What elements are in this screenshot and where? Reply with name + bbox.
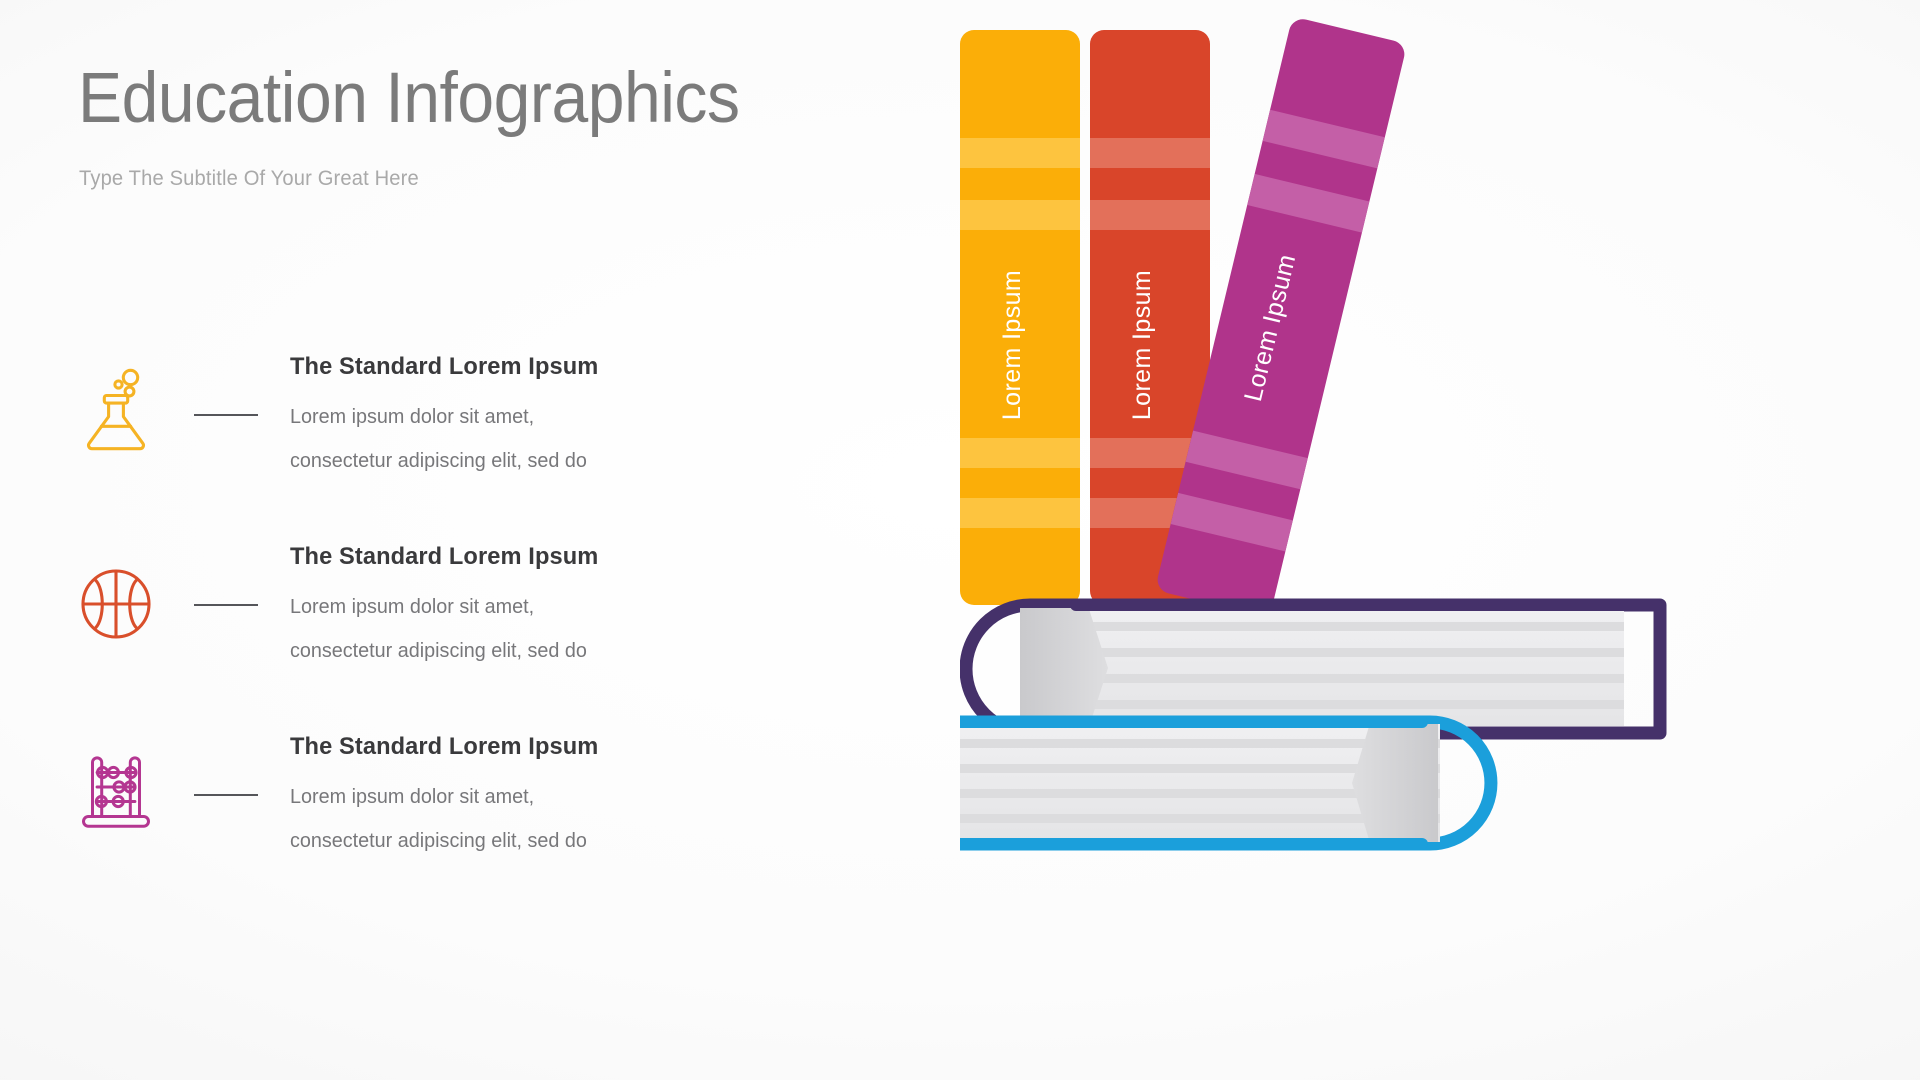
connector-line xyxy=(194,794,258,796)
feature-text-block: The Standard Lorem Ipsum Lorem ipsum dol… xyxy=(290,542,740,673)
basketball-icon xyxy=(80,556,152,642)
feature-text-block: The Standard Lorem Ipsum Lorem ipsum dol… xyxy=(290,732,740,863)
feature-item-math[interactable]: The Standard Lorem Ipsum Lorem ipsum dol… xyxy=(0,732,820,922)
connector-line xyxy=(194,604,258,606)
left-content-panel: Education Infographics Type The Subtitle… xyxy=(0,0,820,1080)
feature-desc-line-2: consectetur adipiscing elit, sed do xyxy=(290,449,587,473)
feature-description: Lorem ipsum dolor sit amet, consectetur … xyxy=(290,585,724,673)
stacked-book-dark-purple[interactable] xyxy=(960,598,1670,740)
spine-label-red: Lorem Ipsum xyxy=(1128,270,1156,420)
feature-desc-line-1: Lorem ipsum dolor sit amet, xyxy=(290,595,535,619)
feature-title: The Standard Lorem Ipsum xyxy=(290,353,599,380)
page-title: Education Infographics xyxy=(78,59,740,138)
flask-icon xyxy=(80,366,152,452)
feature-description: Lorem ipsum dolor sit amet, consectetur … xyxy=(290,395,724,483)
connector-line xyxy=(194,414,258,416)
standing-book-purple[interactable]: Lorem Ipsum xyxy=(1155,16,1407,617)
spine-label-yellow: Lorem Ipsum xyxy=(998,270,1026,420)
feature-title: The Standard Lorem Ipsum xyxy=(290,543,599,570)
feature-desc-line-1: Lorem ipsum dolor sit amet, xyxy=(290,405,535,429)
stacked-book-blue[interactable] xyxy=(960,715,1498,851)
feature-title: The Standard Lorem Ipsum xyxy=(290,733,599,760)
page-subtitle: Type The Subtitle Of Your Great Here xyxy=(79,167,419,190)
books-svg: Lorem Ipsum Lorem Ipsum Lorem Ipsum xyxy=(960,16,1670,851)
feature-desc-line-2: consectetur adipiscing elit, sed do xyxy=(290,829,587,853)
feature-desc-line-2: consectetur adipiscing elit, sed do xyxy=(290,639,587,663)
feature-text-block: The Standard Lorem Ipsum Lorem ipsum dol… xyxy=(290,352,740,483)
abacus-icon xyxy=(80,746,152,832)
standing-book-yellow[interactable]: Lorem Ipsum xyxy=(960,30,1080,605)
books-illustration: Lorem Ipsum Lorem Ipsum Lorem Ipsum xyxy=(960,0,1920,1080)
feature-description: Lorem ipsum dolor sit amet, consectetur … xyxy=(290,775,724,863)
feature-item-sports[interactable]: The Standard Lorem Ipsum Lorem ipsum dol… xyxy=(0,542,820,732)
feature-desc-line-1: Lorem ipsum dolor sit amet, xyxy=(290,785,535,809)
feature-item-science[interactable]: The Standard Lorem Ipsum Lorem ipsum dol… xyxy=(0,352,820,542)
feature-list: The Standard Lorem Ipsum Lorem ipsum dol… xyxy=(0,352,820,922)
